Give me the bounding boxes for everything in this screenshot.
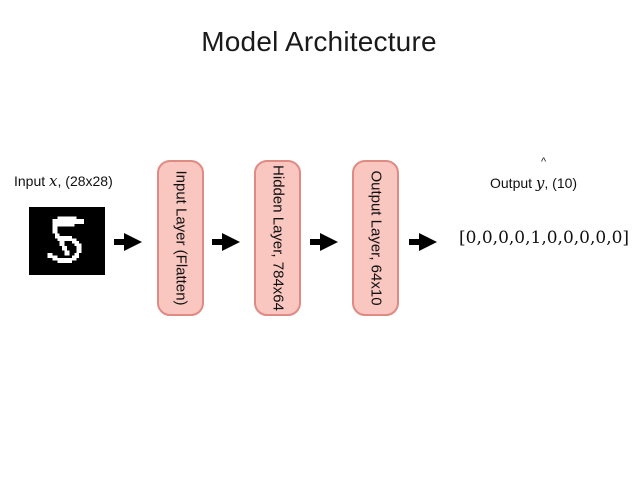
input-variable: x [49, 172, 58, 190]
output-variable-hat: ^ [541, 156, 547, 168]
arrow-output-to-prediction-icon [409, 232, 439, 252]
arrow-input-to-flatten-icon [114, 232, 144, 252]
layer-box-hidden[interactable]: Hidden Layer, 784x64 [254, 160, 301, 316]
output-vector-value: [0,0,0,0,1,0,0,0,0,0] [459, 228, 630, 248]
input-label: Input x, (28x28) [14, 172, 113, 190]
output-label: Output y, (10) [490, 174, 577, 192]
output-variable: y [535, 174, 545, 192]
page-title: Model Architecture [201, 26, 437, 57]
arrow-flatten-to-hidden-icon [212, 232, 242, 252]
input-label-prefix: Input [14, 173, 46, 189]
input-label-suffix: , (28x28) [57, 173, 113, 189]
layer-label-output: Output Layer, 64x10 [367, 170, 384, 306]
mnist-digit-image [29, 207, 105, 275]
layer-box-output[interactable]: Output Layer, 64x10 [352, 160, 399, 316]
layer-label-hidden: Hidden Layer, 784x64 [269, 165, 286, 311]
output-label-suffix: , (10) [544, 175, 578, 191]
layer-label-input: Input Layer (Flatten) [172, 170, 189, 306]
output-label-prefix: Output [490, 175, 533, 191]
layer-box-input[interactable]: Input Layer (Flatten) [157, 160, 204, 316]
arrow-hidden-to-output-icon [310, 232, 340, 252]
